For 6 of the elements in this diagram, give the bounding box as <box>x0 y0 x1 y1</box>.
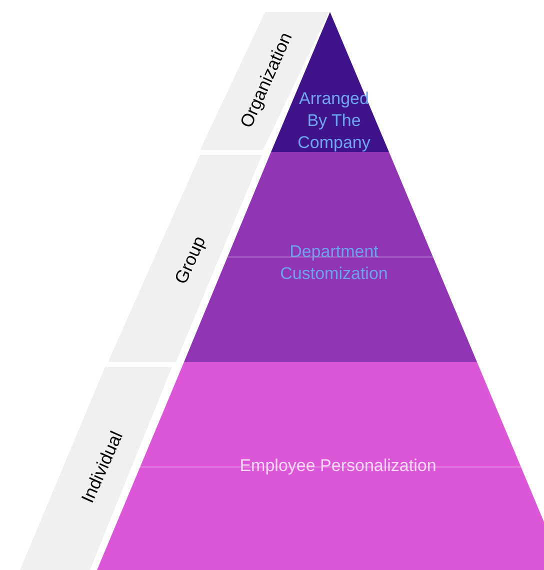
tier-label: Department Customization <box>279 241 389 285</box>
tier-label: Employee Personalization <box>238 455 438 477</box>
level-band <box>108 155 262 362</box>
level-label: Group <box>172 233 208 287</box>
level-band <box>20 367 172 570</box>
tier-label: Arranged By The Company <box>296 88 372 154</box>
